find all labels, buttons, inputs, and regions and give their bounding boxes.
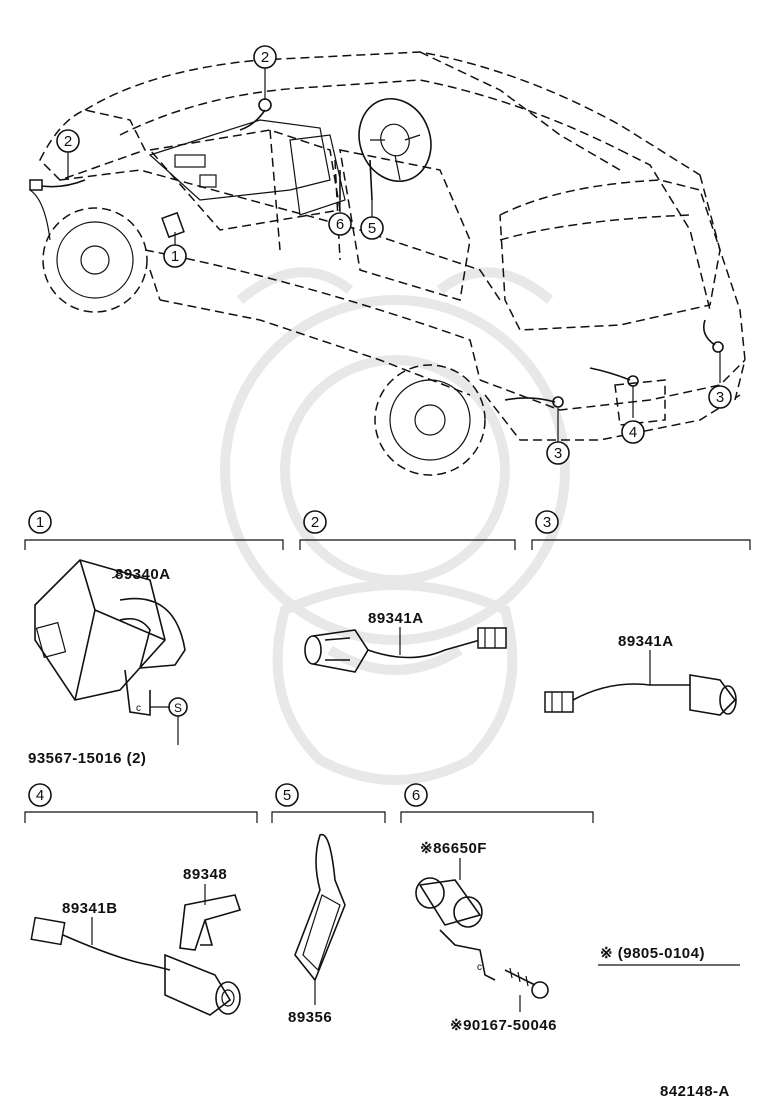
overview-callout-2-front: 2 [56,129,80,153]
overview-callout-1: 1 [163,244,187,268]
svg-text:3: 3 [554,445,562,462]
watermark [220,267,570,785]
svg-text:5: 5 [368,220,376,237]
section-6-number: 6 [404,783,428,807]
section-5-number: 5 [275,783,299,807]
section-2-bracket [299,539,516,550]
control-unit-89340A: c [34,559,186,716]
section-3-number: 3 [535,510,559,534]
overview-callout-3-left: 3 [546,441,570,465]
part-label-86650F: ※86650F [420,840,487,857]
svg-text:S: S [174,701,182,715]
section-6-bracket [400,811,594,823]
diagram-id: 842148-A [660,1083,730,1100]
svg-text:4: 4 [629,424,637,441]
svg-text:2: 2 [261,49,269,66]
section-4: 4 89348 89341B [24,783,258,1016]
part-label-89341A-sec2: 89341A [368,610,424,627]
section-5: 5 89356 [271,783,386,1026]
screw-marker: S [168,697,188,717]
section-3: 3 89341A [531,510,751,716]
part-label-89341A-sec3: 89341A [618,633,674,650]
part-label-89356: 89356 [288,1009,332,1026]
svg-text:3: 3 [543,514,551,531]
bracket-89348 [179,894,242,951]
svg-text:1: 1 [36,514,44,531]
sensor-89341A-front [304,627,507,673]
part-label-93567-15016: 93567-15016 (2) [28,750,146,767]
svg-text:2: 2 [311,514,319,531]
svg-text:6: 6 [412,787,420,804]
svg-text:6: 6 [336,216,344,233]
part-label-90167-50046: ※90167-50046 [450,1017,557,1034]
section-4-bracket [24,811,258,823]
section-4-number: 4 [28,783,52,807]
svg-text:2: 2 [64,133,72,150]
section-1: 1 c 89340A S 93567-15016 (2) [24,510,284,767]
svg-text:3: 3 [716,389,724,406]
svg-text:c: c [136,703,141,714]
section-2-number: 2 [303,510,327,534]
vehicle-overview [29,51,746,476]
sensor-89341B [30,916,241,1016]
buzzer-86650F: c [415,877,496,981]
svg-text:5: 5 [283,787,291,804]
section-3-bracket [531,539,751,550]
section-2: 2 89341A [299,510,516,673]
screw-90167-50046 [504,967,549,999]
overview-callout-3-right: 3 [708,385,732,409]
part-label-89341B: 89341B [62,900,118,917]
date-range-note: ※ (9805-0104) [600,945,705,962]
svg-text:1: 1 [171,248,179,265]
cable-tie-89356 [294,833,346,982]
svg-text:4: 4 [36,787,44,804]
section-1-number: 1 [28,510,52,534]
overview-callout-2-dash: 2 [253,45,277,69]
sensor-89341A-rear [544,674,737,716]
section-6: 6 c ※86650F ※90167-50046 [400,783,594,1034]
section-1-bracket [24,539,284,550]
section-5-bracket [271,811,386,823]
part-label-89340A: 89340A [115,566,171,583]
overview-callout-6: 6 [328,212,352,236]
svg-text:c: c [477,962,482,973]
overview-callout-4: 4 [621,420,645,444]
part-label-89348: 89348 [183,866,227,883]
overview-callout-5: 5 [360,216,384,240]
